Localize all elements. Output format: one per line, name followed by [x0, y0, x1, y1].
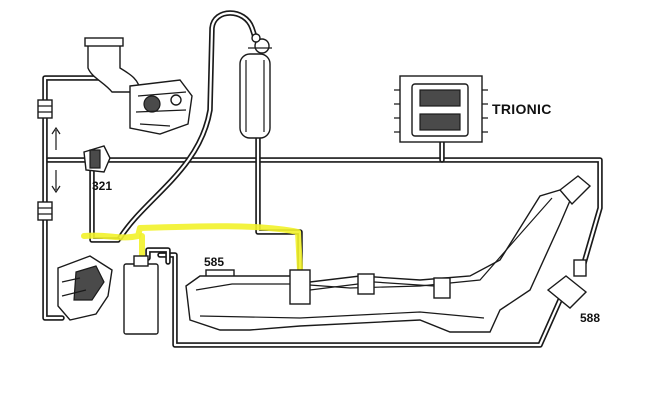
charcoal-canister [123, 255, 159, 335]
hose-connectors-left [37, 99, 53, 221]
turbocharger [84, 37, 193, 135]
valve-321-label: 321 [92, 179, 112, 193]
highlighted-hose-route [81, 223, 303, 273]
valve-321 [83, 145, 111, 173]
intake-manifold [57, 255, 113, 321]
hose-network [42, 10, 603, 348]
sensor-588-label: 588 [580, 311, 600, 325]
sensor-585-label: 585 [204, 255, 224, 269]
vacuum-reservoir-cylinder [239, 33, 272, 139]
trionic-ecu [394, 75, 488, 143]
ecu-label: TRIONIC [492, 101, 552, 117]
sensor-588 [546, 259, 588, 309]
fuel-tank [185, 175, 592, 333]
flow-arrows [51, 126, 61, 194]
